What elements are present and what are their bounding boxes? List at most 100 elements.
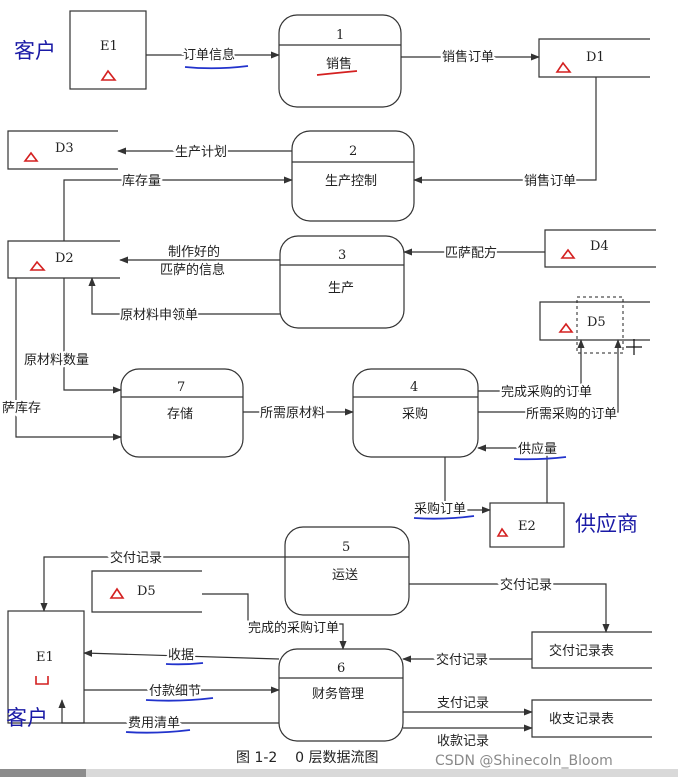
flow-required-po — [478, 339, 622, 413]
process-2-name: 生产控制 — [325, 174, 377, 189]
store-delivery-records — [531, 631, 652, 669]
flow-inventory-label: 库存量 — [122, 173, 161, 189]
supplier-label: 供应商 — [575, 512, 638, 536]
corner-mark-icon — [35, 676, 49, 685]
triangle-icon — [555, 61, 572, 73]
store-delivery-records-label: 交付记录表 — [549, 643, 614, 659]
entity-e2-label: E2 — [518, 519, 536, 534]
process-4-number: 4 — [410, 380, 418, 395]
underline-expense-list — [125, 729, 191, 734]
flow-payment-record-label: 支付记录 — [437, 696, 489, 711]
flow-delivery-record-1-label: 交付记录 — [110, 550, 162, 566]
underline-purchase-order — [413, 515, 475, 520]
store-d5-top-label: D5 — [587, 315, 606, 330]
flow-pizza-recipe-label: 匹萨配方 — [445, 245, 497, 261]
process-3-name: 生产 — [328, 281, 354, 296]
selection-marquee[interactable] — [576, 296, 624, 354]
flow-payment-detail-label: 付款细节 — [149, 684, 201, 699]
entity-e1-bottom — [7, 610, 85, 724]
store-d3-label: D3 — [55, 141, 74, 156]
process-7-name: 存储 — [167, 407, 193, 422]
process-2 — [291, 130, 415, 222]
flow-delivery-record-2 — [409, 583, 610, 633]
entity-e1-top-label: E1 — [100, 39, 118, 54]
store-d1-label: D1 — [586, 50, 605, 65]
flow-order-info-label: 订单信息 — [183, 47, 235, 63]
flow-material-quantity-label: 原材料数量 — [24, 353, 89, 368]
process-5-number: 5 — [342, 540, 350, 555]
flow-sales-order-2-label: 销售订单 — [524, 173, 576, 189]
entity-e2 — [489, 502, 565, 548]
process-5 — [284, 526, 410, 616]
flow-expense-list — [58, 699, 279, 724]
flow-delivery-record-1 — [40, 556, 285, 612]
flow-required-po-label: 所需采购的订单 — [526, 406, 617, 422]
triangle-icon — [109, 587, 125, 599]
flow-income-record-label: 收款记录 — [437, 734, 489, 749]
store-d5-bottom-label: D5 — [137, 584, 156, 599]
process-6-name: 财务管理 — [312, 686, 364, 702]
process-5-name: 运送 — [332, 568, 358, 583]
process-1 — [278, 14, 402, 108]
process-3-number: 3 — [338, 248, 346, 263]
process-1-number: 1 — [336, 28, 344, 43]
flow-completed-po-label: 完成采购的订单 — [501, 384, 592, 400]
flow-required-material-label: 所需原材料 — [260, 406, 325, 421]
triangle-icon — [560, 248, 576, 259]
flow-made-pizza-label-2: 匹萨的信息 — [160, 262, 225, 278]
store-finance-records — [531, 699, 652, 738]
process-2-number: 2 — [349, 144, 357, 159]
customer-label-bottom: 客户 — [6, 706, 48, 730]
flow-inventory — [63, 176, 293, 241]
store-finance-records-label: 收支记录表 — [549, 712, 614, 727]
flow-sales-order-1-label: 销售订单 — [442, 49, 494, 65]
flow-delivery-record-2-label: 交付记录 — [500, 577, 552, 593]
flow-completed-po-2-label: 完成的采购订单 — [248, 620, 339, 636]
flow-purchase-order — [444, 457, 491, 514]
store-d3 — [7, 130, 118, 170]
flow-supply-quantity — [477, 444, 548, 503]
flow-receipt-label: 收据 — [168, 648, 194, 663]
triangle-icon — [100, 69, 117, 81]
entity-e1-bottom-label: E1 — [36, 650, 54, 665]
horizontal-scrollbar[interactable] — [0, 769, 678, 777]
flow-delivery-record-3-label: 交付记录 — [436, 652, 488, 668]
flow-production-plan-label: 生产计划 — [175, 145, 227, 160]
triangle-icon — [558, 322, 574, 333]
underline-receipt — [165, 662, 204, 666]
flow-receipt — [83, 649, 280, 660]
flow-completed-po — [478, 339, 585, 392]
flow-completed-po-2 — [202, 593, 347, 650]
flow-sales-order-2 — [413, 77, 597, 184]
customer-label-top: 客户 — [14, 39, 56, 63]
process-7 — [120, 368, 244, 458]
flow-purchase-order-label: 采购订单 — [414, 501, 466, 517]
csdn-watermark: CSDN @Shinecoln_Bloom — [435, 753, 613, 769]
entity-e1-top — [69, 10, 147, 90]
triangle-icon — [496, 527, 509, 537]
store-d4-label: D4 — [590, 239, 609, 254]
process-3 — [279, 235, 405, 329]
store-d4 — [544, 229, 656, 268]
underline-payment-detail — [145, 697, 214, 702]
triangle-icon — [29, 260, 46, 271]
scrollbar-thumb[interactable] — [0, 769, 86, 777]
flow-supply-quantity-label: 供应量 — [518, 441, 557, 457]
flow-pizza-stock — [15, 278, 122, 441]
flow-material-quantity — [63, 278, 122, 394]
flow-made-pizza-label-1: 制作好的 — [168, 244, 220, 260]
flow-material-request — [88, 277, 280, 315]
process-7-number: 7 — [177, 380, 185, 395]
underline-sales — [316, 70, 358, 76]
process-4-name: 采购 — [402, 406, 428, 422]
triangle-icon — [23, 151, 39, 162]
store-d5-top — [539, 301, 650, 341]
process-6-number: 6 — [337, 661, 345, 676]
flow-expense-list-label: 费用清单 — [128, 716, 180, 731]
flow-material-request-label: 原材料申领单 — [120, 308, 198, 323]
underline-supply-quantity — [513, 456, 567, 461]
figure-caption: 图 1-2 0 层数据流图 — [236, 750, 378, 766]
store-d5-bottom — [91, 570, 202, 613]
process-1-name: 销售 — [326, 56, 352, 72]
